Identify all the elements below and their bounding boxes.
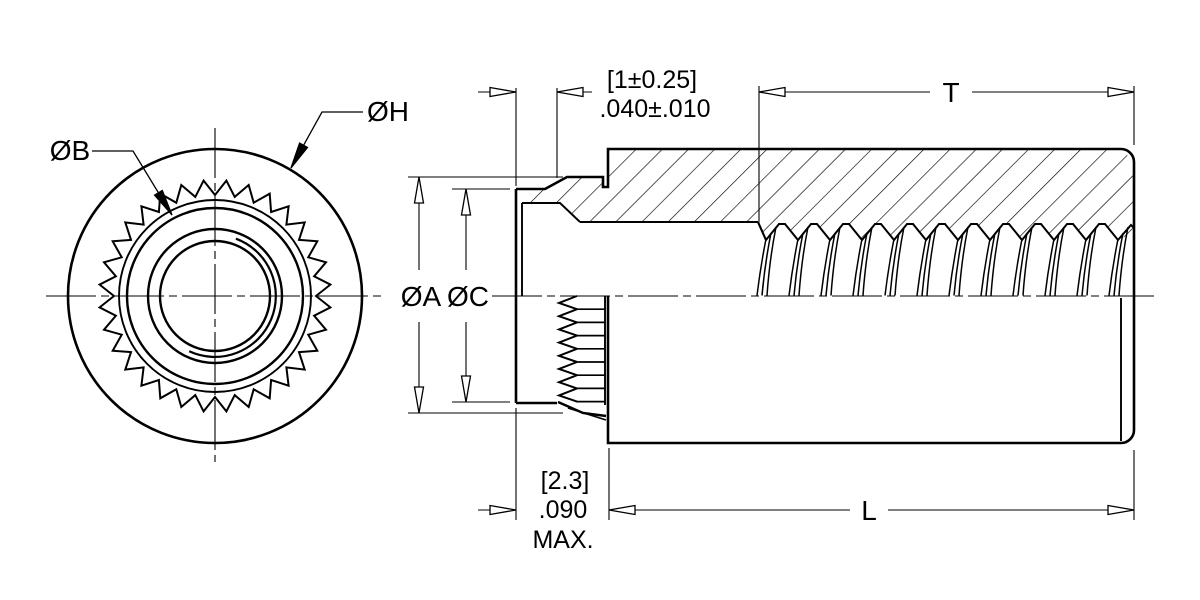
- side-knurl-band: [556, 295, 605, 403]
- standoff-height-inch: .090: [539, 496, 588, 524]
- knurl-bottom-chamfer: [557, 400, 607, 418]
- arrow-body-length-right: [1107, 504, 1135, 516]
- concentric-circle-r88: [125, 206, 305, 386]
- thread-flank-curve: [1118, 226, 1129, 296]
- side-section-hatching: [516, 149, 1134, 240]
- concentric-circle-r96: [118, 199, 312, 393]
- thread-flank-curve: [1108, 238, 1119, 296]
- leader-body-diameter: [290, 111, 363, 169]
- thread-flank-curve: [1022, 226, 1033, 296]
- arrow-thread-length-right: [1107, 86, 1135, 98]
- head-diameter-label: ØC: [447, 281, 489, 312]
- arrow-flange-dia-bottom: [413, 386, 425, 414]
- thread-flank-curve: [926, 226, 937, 296]
- thread-flank-curve: [1044, 238, 1055, 296]
- annotations: ØB ØH [1±0.25] .040±.010 T ØA ØC [2.3] .…: [50, 66, 960, 554]
- thread-flank-curve: [1054, 226, 1065, 296]
- thread-flank-curve: [953, 232, 964, 296]
- thread-flank-curve: [958, 226, 969, 296]
- thread-flank-curve: [820, 238, 831, 296]
- knurl-diameter-label: ØB: [50, 135, 90, 166]
- knurl-chevron-tooth: [556, 321, 578, 337]
- arrow-head-height-right: [556, 86, 584, 98]
- body-diameter-label: ØH: [367, 96, 409, 127]
- thread-flank-curve: [852, 238, 863, 296]
- thread-flank-curve: [916, 238, 927, 296]
- internal-thread-profile: [756, 221, 1135, 296]
- thread-flank-curve: [857, 232, 868, 296]
- front-generated-geometry: [97, 178, 333, 414]
- thread-flank-curve: [793, 232, 804, 296]
- thread-major-arc: [188, 237, 277, 359]
- thread-crest-outline: [757, 221, 1135, 242]
- thread-flank-curve: [1086, 226, 1097, 296]
- standoff-height-qualifier: MAX.: [532, 526, 593, 554]
- arrow-head-dia-top: [460, 188, 472, 216]
- leader-lines: [92, 111, 363, 216]
- knurl-serration-ring: [97, 178, 333, 414]
- head-height-metric: [1±0.25]: [607, 66, 697, 94]
- body-length-label: L: [861, 495, 877, 526]
- knurl-bottom-chamfer-inner: [567, 407, 607, 421]
- thread-flank-curve: [788, 238, 799, 296]
- front-view: [66, 147, 364, 445]
- thread-flank-curve: [1113, 232, 1124, 296]
- thread-flank-curve: [894, 226, 905, 296]
- centerlines: [46, 128, 1157, 462]
- knurl-chevron-tooth: [556, 374, 578, 390]
- thread-flank-curve: [990, 226, 1001, 296]
- thread-flank-curve: [889, 232, 900, 296]
- arrow-head-dia-bottom: [460, 375, 472, 403]
- thread-flank-curve: [1017, 232, 1028, 296]
- thread-flank-curve: [766, 226, 777, 296]
- top-profile-edge: [516, 147, 1136, 296]
- bottom-profile-edge: [606, 296, 1136, 445]
- knurl-chevron-tooth: [556, 295, 578, 311]
- thread-flank-curve: [1076, 238, 1087, 296]
- thread-flank-curve: [980, 238, 991, 296]
- arrow-thread-length-left: [758, 86, 786, 98]
- thread-flank-curve: [921, 232, 932, 296]
- knurl-chevron-tooth: [556, 387, 578, 403]
- body-section-hatch: [608, 149, 1134, 240]
- knurl-chevron-tooth: [556, 361, 578, 377]
- arrow-standoff-right: [608, 504, 636, 516]
- thread-flank-curve: [1049, 232, 1060, 296]
- flange-section-hatch: [516, 177, 608, 222]
- arrow-head-height-left: [489, 86, 517, 98]
- thread-flank-curve: [798, 226, 809, 296]
- thread-flank-curve: [1012, 238, 1023, 296]
- thread-length-label: T: [942, 77, 959, 108]
- concentric-circle-r55: [158, 239, 272, 353]
- flange-diameter-label: ØA: [401, 281, 442, 312]
- thread-flank-curve: [948, 238, 959, 296]
- standoff-height-metric: [2.3]: [541, 467, 590, 495]
- thread-flank-curve: [756, 238, 767, 296]
- knurl-chevron-tooth: [556, 347, 578, 363]
- thread-flank-curve: [862, 226, 873, 296]
- thread-flank-curve: [884, 238, 895, 296]
- side-view-outline: [514, 147, 1136, 445]
- thread-flank-curve: [985, 232, 996, 296]
- arrow-flange-dia-top: [413, 176, 425, 204]
- thread-flank-curve: [761, 232, 772, 296]
- body-outer-circle: [66, 147, 364, 445]
- knurl-chevron-tooth: [556, 334, 578, 350]
- thread-flank-curve: [1081, 232, 1092, 296]
- knurl-chevron-tooth: [556, 308, 578, 324]
- concentric-circle-r67: [146, 227, 284, 365]
- thread-flank-curve: [830, 226, 841, 296]
- bore-and-counterbore-edges: [521, 202, 767, 296]
- leader-knurl-diameter: [92, 150, 173, 216]
- thread-flank-curve: [825, 232, 836, 296]
- head-height-inch: .040±.010: [599, 95, 710, 123]
- arrow-standoff-left: [489, 504, 517, 516]
